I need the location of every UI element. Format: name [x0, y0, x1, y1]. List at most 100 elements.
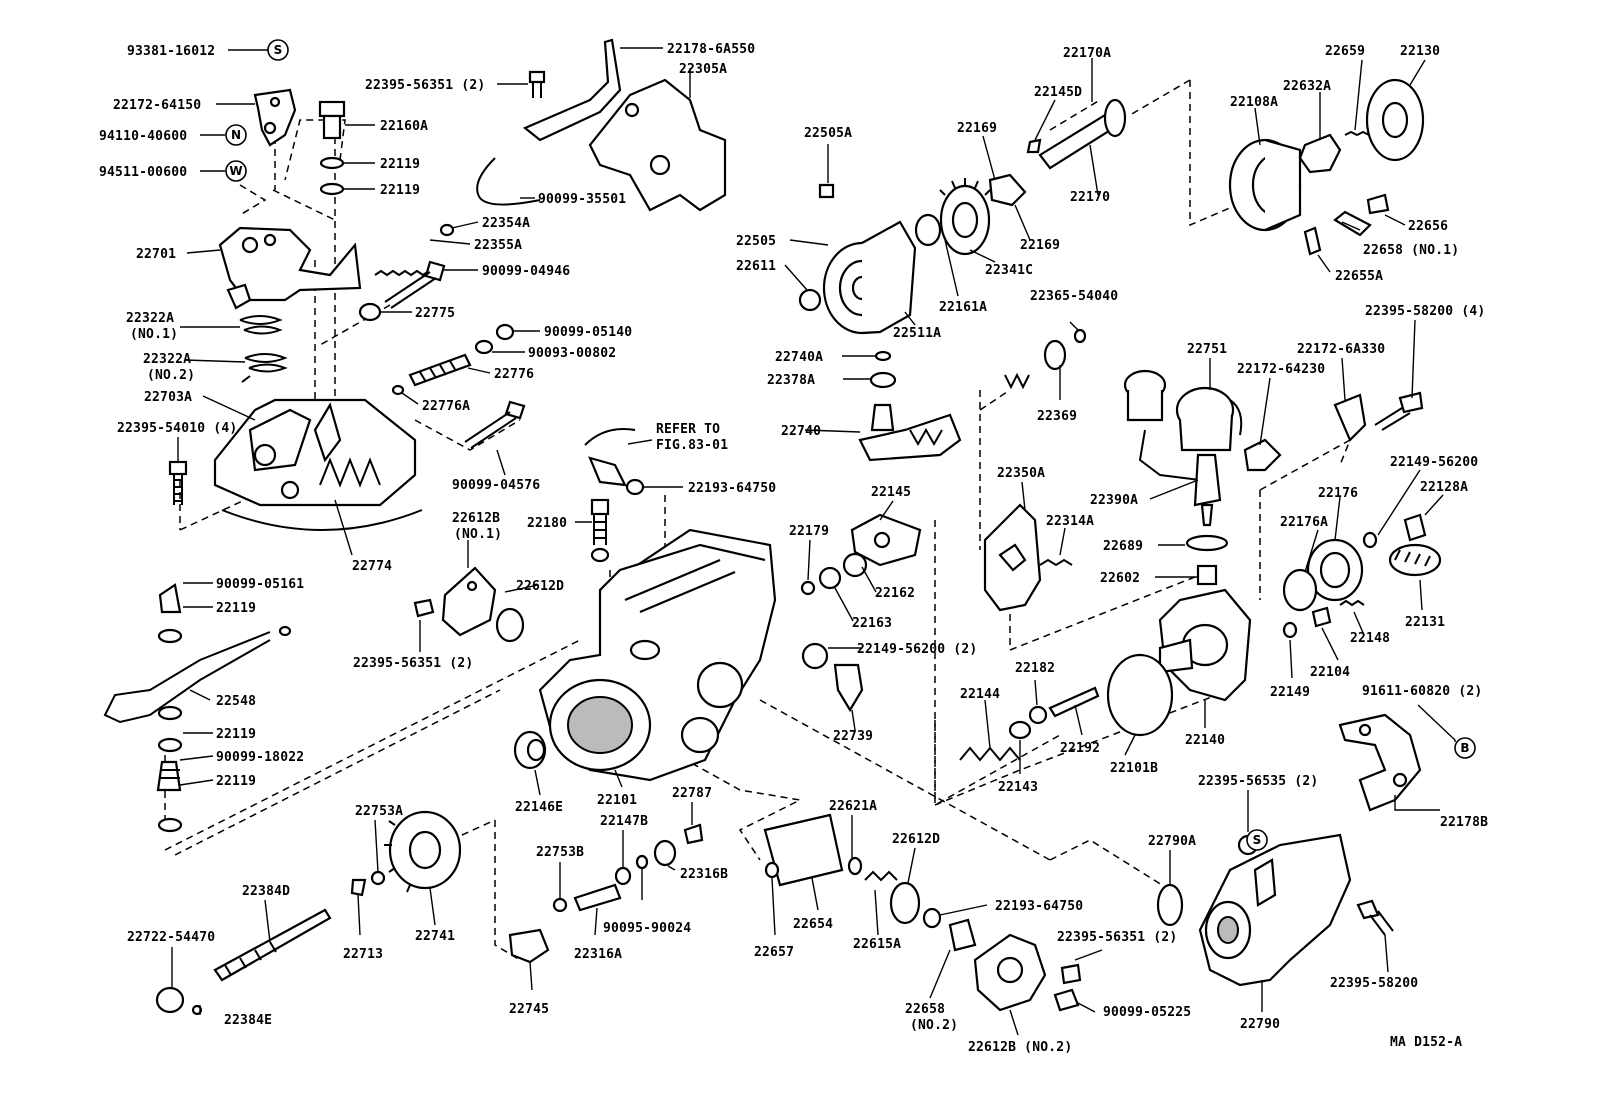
symbol-b-text: B	[1460, 741, 1469, 755]
part-label: 90093-00802	[528, 346, 616, 361]
part-label: 22621A	[829, 799, 877, 814]
part-label: 22753B	[536, 845, 584, 860]
part-labels: 93381-16012 22172-64150 94110-40600 9451…	[99, 42, 1488, 1055]
part-label: 22658 (NO.1)	[1363, 243, 1459, 258]
part-label: 22178B	[1440, 815, 1488, 830]
part-label: 22305A	[679, 62, 727, 77]
symbol-b-circle	[1454, 737, 1476, 759]
part-label: 22703A	[144, 390, 192, 405]
part-label: (NO.2)	[910, 1018, 958, 1033]
part-label: 22790	[1240, 1017, 1280, 1032]
part-label: 22146E	[515, 800, 563, 815]
figure-code: MA D152-A	[1390, 1035, 1462, 1050]
part-label: 22395-56351 (2)	[365, 78, 485, 93]
part-label: 22316B	[680, 867, 728, 882]
part-label: 22511A	[893, 326, 941, 341]
part-label: 22144	[960, 687, 1000, 702]
part-label: 22612D	[516, 579, 564, 594]
part-label: 90099-04946	[482, 264, 570, 279]
part-label: 22169	[1020, 238, 1060, 253]
part-label: 22745	[509, 1002, 549, 1017]
circled-symbols: S N W B S	[225, 39, 1476, 851]
symbol-n-circle	[225, 124, 247, 146]
parts-line-art	[103, 38, 1442, 1016]
part-label: 22790A	[1148, 834, 1196, 849]
part-label: 22170	[1070, 190, 1110, 205]
part-label: 22776	[494, 367, 534, 382]
part-label: 91611-60820 (2)	[1362, 684, 1482, 699]
part-label: 22160A	[380, 119, 428, 134]
part-label: 22178-6A550	[667, 42, 755, 57]
part-label: 22316A	[574, 947, 622, 962]
part-label: (NO.2)	[147, 368, 195, 383]
part-label: 22602	[1100, 571, 1140, 586]
part-label: 22180	[527, 516, 567, 531]
part-label: 22395-56351 (2)	[353, 656, 473, 671]
symbol-w-circle	[225, 160, 247, 182]
part-label: 22163	[852, 616, 892, 631]
part-label: 90099-05140	[544, 325, 632, 340]
part-label: 22140	[1185, 733, 1225, 748]
symbol-s-text: S	[274, 43, 283, 57]
part-label: 22505A	[804, 126, 852, 141]
part-label: 22131	[1405, 615, 1445, 630]
symbol-n-text: N	[231, 128, 241, 142]
symbol-s-circle	[267, 39, 289, 61]
refer-note-line1: REFER TO	[656, 422, 720, 437]
part-label: 22657	[754, 945, 794, 960]
part-label: 22170A	[1063, 46, 1111, 61]
part-label: 22182	[1015, 661, 1055, 676]
part-label: 22119	[216, 727, 256, 742]
part-label: 22654	[793, 917, 833, 932]
symbol-s2-text: S	[1253, 833, 1262, 847]
part-label: 90099-04576	[452, 478, 540, 493]
part-label: 22176A	[1280, 515, 1328, 530]
part-label: 90099-35501	[538, 192, 626, 207]
part-label: 22612B	[452, 511, 500, 526]
part-label: 22145D	[1034, 85, 1082, 100]
part-label: 22192	[1060, 741, 1100, 756]
part-label: 22101B	[1110, 761, 1158, 776]
part-label: 22505	[736, 234, 776, 249]
part-label: 94511-00600	[99, 165, 187, 180]
part-label: (NO.1)	[454, 527, 502, 542]
part-label: 22722-54470	[127, 930, 215, 945]
part-label: 22172-64230	[1237, 362, 1325, 377]
part-label: 22740	[781, 424, 821, 439]
part-label: 22384D	[242, 884, 290, 899]
part-label: 22108A	[1230, 95, 1278, 110]
part-label: 22395-56351 (2)	[1057, 930, 1177, 945]
part-label: 22395-56535 (2)	[1198, 774, 1318, 789]
part-label: 22612D	[892, 832, 940, 847]
part-label: 22322A	[126, 311, 174, 326]
part-label: 93381-16012	[127, 44, 215, 59]
part-label: 22741	[415, 929, 455, 944]
part-label: 22101	[597, 793, 637, 808]
part-label: 22149	[1270, 685, 1310, 700]
part-label: 22369	[1037, 409, 1077, 424]
part-label: 22615A	[853, 937, 901, 952]
part-label: 22658	[905, 1002, 945, 1017]
part-label: 22161A	[939, 300, 987, 315]
part-label: 22713	[343, 947, 383, 962]
part-label: 22655A	[1335, 269, 1383, 284]
part-label: 22365-54040	[1030, 289, 1118, 304]
part-label: 22787	[672, 786, 712, 801]
part-label: (NO.1)	[130, 327, 178, 342]
part-label: 22148	[1350, 631, 1390, 646]
part-label: 22350A	[997, 466, 1045, 481]
part-label: 22395-58200 (4)	[1365, 304, 1485, 319]
part-label: 90099-18022	[216, 750, 304, 765]
part-label: 22548	[216, 694, 256, 709]
part-label: 22143	[998, 780, 1038, 795]
part-label: 94110-40600	[99, 129, 187, 144]
leader-lines	[171, 47, 1456, 1036]
part-label: 22384E	[224, 1013, 272, 1028]
part-label: 22119	[216, 601, 256, 616]
part-label: 22656	[1408, 219, 1448, 234]
part-label: 22119	[380, 157, 420, 172]
part-label: 22147B	[600, 814, 648, 829]
part-label: 22395-54010 (4)	[117, 421, 237, 436]
part-label: 22149-56200	[1390, 455, 1478, 470]
